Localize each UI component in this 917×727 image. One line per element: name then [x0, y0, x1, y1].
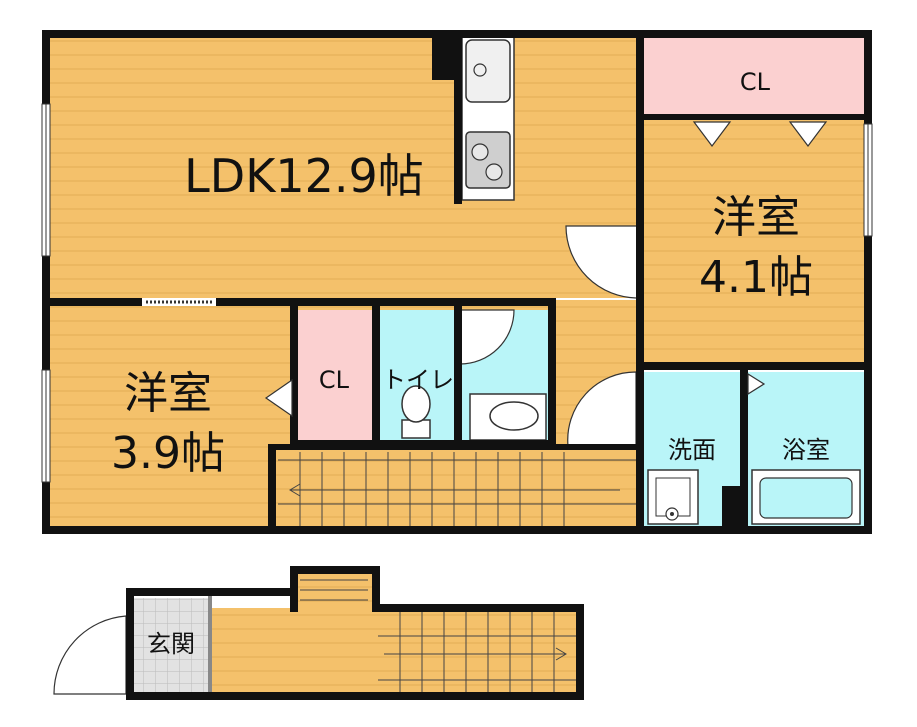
stair-arrow-right [384, 647, 567, 661]
entrance-tile [134, 598, 208, 694]
washroom-label: 洗面 [668, 436, 716, 464]
sliding-door-track [142, 300, 216, 304]
ldk-label: LDK12.9帖 [184, 149, 424, 203]
closet-door-markers [264, 121, 828, 418]
wash-basin [469, 393, 547, 441]
stairs-lower [300, 579, 578, 694]
western2-label-line2: 3.9帖 [111, 428, 225, 479]
western1-floor [644, 118, 866, 364]
closet-upper-label: CL [740, 68, 771, 96]
closet-lower-fill [296, 310, 372, 442]
door-swings [459, 225, 639, 447]
closet-lower-label: CL [319, 366, 350, 394]
western1-label-line1: 洋室 [712, 192, 800, 243]
toilet-label: トイレ [382, 366, 454, 394]
walls-lower [126, 566, 584, 700]
western1-label-line2: 4.1帖 [699, 252, 813, 303]
stair-floor [272, 446, 638, 528]
walls-upper [42, 30, 872, 534]
western2-label-line1: 洋室 [124, 368, 212, 419]
entrance-label: 玄関 [147, 630, 195, 658]
windows-upper [41, 103, 873, 483]
stair-arrow-left [289, 483, 620, 497]
bathroom-label: 浴室 [782, 436, 830, 464]
closet-upper-fill [644, 38, 866, 114]
washing-machine-pan [647, 469, 699, 525]
entrance-door-swing [53, 615, 127, 695]
lower-floor [208, 608, 578, 694]
bathtub [751, 469, 861, 525]
western2-floor [48, 306, 292, 528]
kitchen-counter [461, 33, 515, 201]
toilet-fixture [401, 385, 431, 439]
ldk-floor [48, 36, 638, 298]
